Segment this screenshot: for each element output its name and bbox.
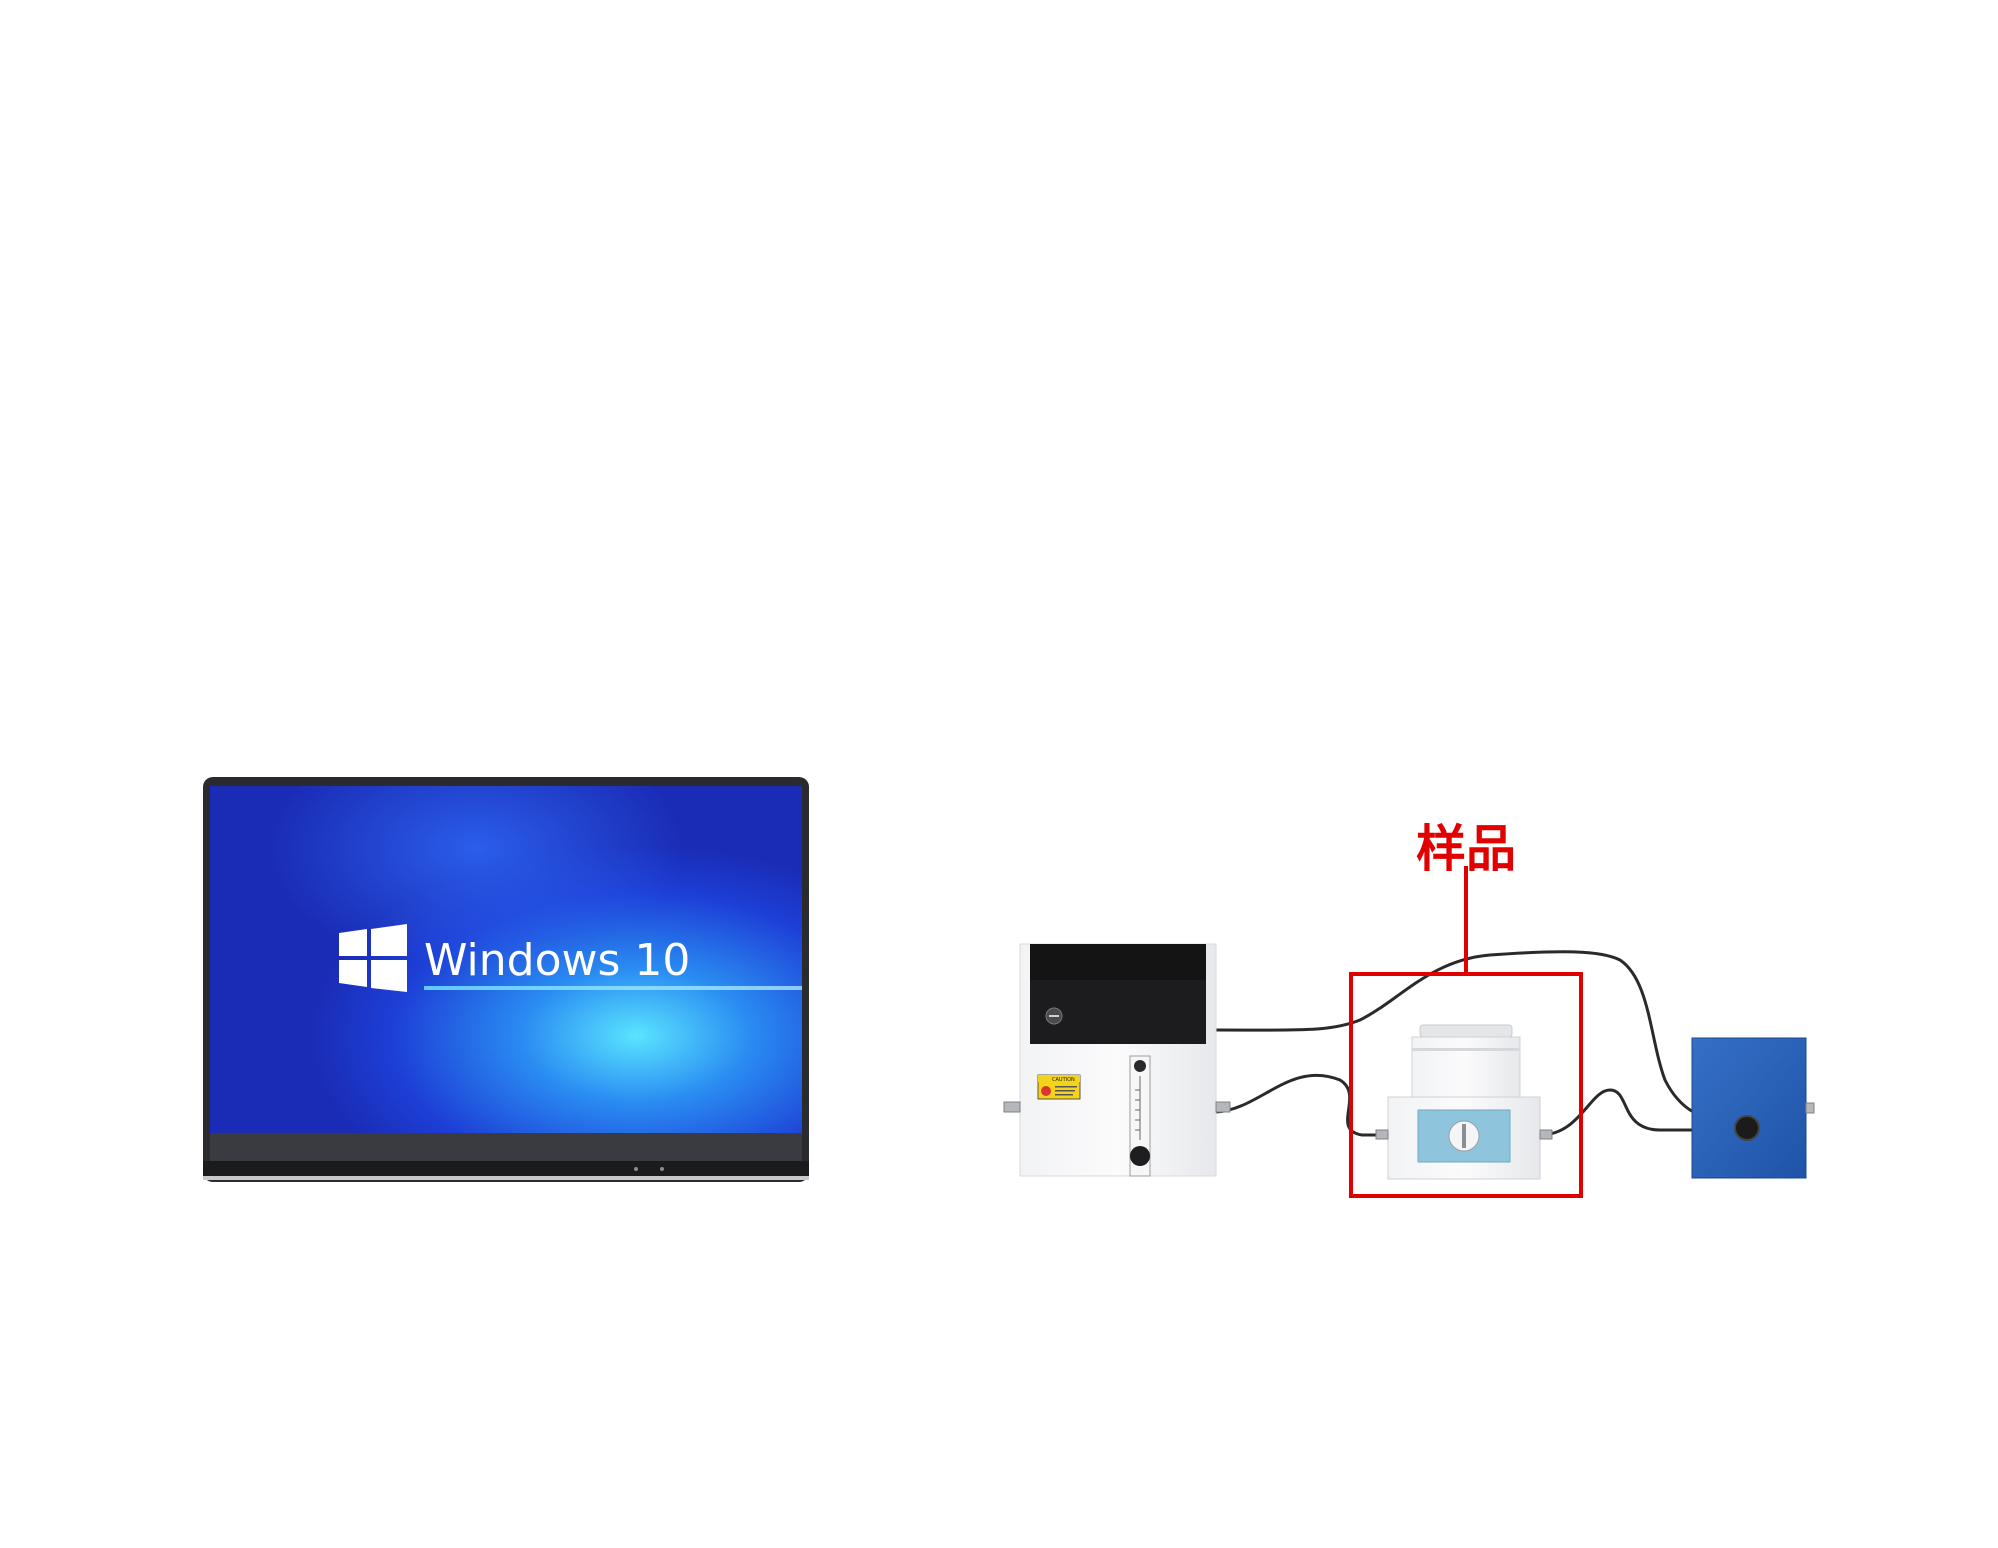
sample-left-port <box>1375 1129 1389 1140</box>
flow-meter-top-cap <box>1134 1060 1146 1072</box>
sample-right-port <box>1539 1129 1553 1140</box>
laptop: Windows 10 <box>203 777 809 1182</box>
windows-logo-icon <box>339 924 407 992</box>
blue-box-body <box>1691 1037 1807 1179</box>
caution-label: CAUTION <box>1037 1074 1081 1100</box>
blue-box-device <box>1691 1037 1815 1179</box>
caution-text: CAUTION <box>1052 1077 1075 1083</box>
laptop-base-edge <box>203 1176 809 1180</box>
cable-left-to-sample <box>1215 1073 1395 1137</box>
controller-top-strip <box>1030 944 1206 980</box>
sample-device <box>1375 1024 1553 1180</box>
laptop-screen-glow <box>210 786 802 1133</box>
laptop-base <box>203 1161 809 1176</box>
sample-cylinder <box>1411 1036 1521 1100</box>
controller-right-port <box>1215 1101 1231 1113</box>
laptop-led <box>634 1167 638 1171</box>
controller-device: CAUTION <box>1003 943 1231 1177</box>
warning-icon <box>1041 1086 1051 1096</box>
flow-meter <box>1129 1055 1151 1177</box>
cable-top <box>1215 950 1741 1127</box>
blue-box-port-icon <box>1734 1115 1760 1141</box>
windows-10-text: Windows 10 <box>424 935 690 986</box>
laptop-led-2 <box>660 1167 664 1171</box>
windows-underline <box>424 986 802 990</box>
sample-annotation: 样品 <box>1349 819 1583 1198</box>
flow-meter-knob-icon <box>1130 1146 1150 1166</box>
laptop-chin <box>210 1133 802 1161</box>
sample-cap <box>1419 1024 1513 1038</box>
sample-label: 样品 <box>1416 819 1516 878</box>
blue-box-side-port <box>1805 1102 1815 1114</box>
controller-left-port <box>1003 1101 1021 1113</box>
